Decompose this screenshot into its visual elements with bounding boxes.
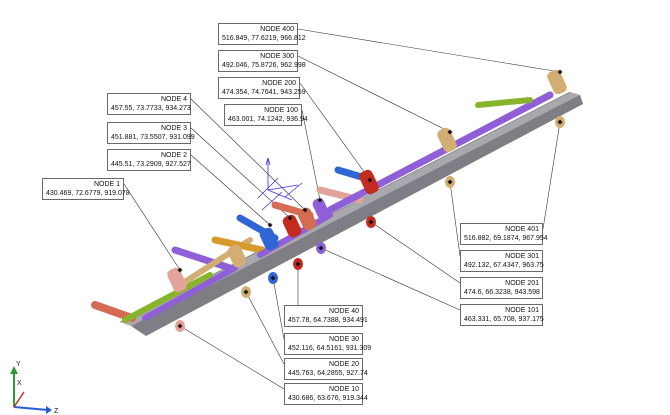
node-100-leader-line bbox=[301, 109, 321, 201]
node-100-marker bbox=[317, 197, 323, 203]
node-1-marker bbox=[177, 267, 183, 273]
node-3-title: NODE 3 bbox=[160, 125, 187, 132]
node-401-label: NODE 401 516.882, 69.1874, 967.954 bbox=[460, 223, 548, 245]
node-201-title: NODE 201 bbox=[505, 280, 539, 287]
node-4-label: NODE 4 457.55, 73.7733, 934.273 bbox=[107, 93, 191, 115]
node-1-label: NODE 1 430.469, 72.6779, 919.078 bbox=[42, 178, 130, 200]
local-coordinate-triad bbox=[257, 157, 303, 211]
node-20-coordinates: 445.763, 64.2855, 927.74 bbox=[288, 370, 368, 377]
node-3-coordinates: 451.881, 73.5507, 931.099 bbox=[111, 134, 195, 141]
node-20-label: NODE 20 445.763, 64.2855, 927.74 bbox=[284, 358, 368, 380]
node-30-marker bbox=[270, 275, 276, 281]
node-2-coordinates: 445.51, 73.2909, 927.527 bbox=[111, 161, 191, 168]
node-40-marker bbox=[295, 261, 301, 267]
node-4-title: NODE 4 bbox=[160, 96, 187, 103]
node-101-leader-line bbox=[320, 247, 461, 311]
node-4-coordinates: 457.55, 73.7733, 934.273 bbox=[111, 105, 191, 112]
node-101-label: NODE 101 463.331, 65.708, 937.175 bbox=[460, 304, 544, 326]
node-200-coordinates: 474.354, 74.7641, 943.259 bbox=[222, 89, 306, 96]
node-401-coordinates: 516.882, 69.1874, 967.954 bbox=[464, 235, 548, 242]
node-301-coordinates: 492.132, 67.4347, 963.75 bbox=[464, 262, 544, 269]
node-2-title: NODE 2 bbox=[160, 152, 187, 159]
node-400-leader-line bbox=[297, 28, 561, 73]
node-markers bbox=[177, 69, 563, 329]
node-201-label: NODE 201 474.6, 66.3238, 943.598 bbox=[460, 277, 543, 299]
node-10-leader-line bbox=[179, 325, 285, 390]
node-10-label: NODE 10 430.686, 63.676, 919.344 bbox=[284, 383, 368, 405]
node-100-title: NODE 100 bbox=[264, 107, 298, 114]
node-3-label: NODE 3 451.881, 73.5507, 931.099 bbox=[107, 122, 195, 144]
node-301-title: NODE 301 bbox=[505, 253, 539, 260]
global-axis-triad: Y X Z bbox=[10, 361, 59, 415]
node-1-leader-line bbox=[123, 183, 181, 271]
node-400-coordinates: 516.849, 77.6219, 966.812 bbox=[222, 35, 306, 42]
node-30-coordinates: 452.116, 64.5161, 931.309 bbox=[288, 345, 372, 352]
node-200-label: NODE 200 474.354, 74.7641, 943.259 bbox=[218, 77, 306, 99]
node-40-coordinates: 457.78, 64.7388, 934.491 bbox=[288, 317, 368, 324]
leader-lines bbox=[123, 28, 561, 390]
node-10-coordinates: 430.686, 63.676, 919.344 bbox=[288, 395, 368, 402]
node-300-leader-line bbox=[297, 55, 451, 133]
node-30-leader-line bbox=[272, 277, 285, 340]
axis-y-label: Y bbox=[16, 361, 21, 368]
node-201-coordinates: 474.6, 66.3238, 943.598 bbox=[464, 289, 540, 296]
axis-x-label: X bbox=[17, 380, 22, 387]
node-100-coordinates: 463.001, 74.1242, 936.94 bbox=[228, 116, 308, 123]
node-30-title: NODE 30 bbox=[329, 336, 359, 343]
node-1-title: NODE 1 bbox=[93, 181, 120, 188]
node-401-title: NODE 401 bbox=[505, 226, 539, 233]
node-301-label: NODE 301 492.132, 67.4347, 963.75 bbox=[460, 250, 544, 272]
node-201-marker bbox=[368, 219, 374, 225]
node-300-marker bbox=[447, 129, 453, 135]
node-20-leader-line bbox=[245, 291, 285, 365]
node-101-coordinates: 463.331, 65.708, 937.175 bbox=[464, 316, 544, 323]
node-201-leader-line bbox=[370, 221, 461, 284]
node-101-title: NODE 101 bbox=[505, 307, 539, 314]
node-20-marker bbox=[243, 289, 249, 295]
node-1-coordinates: 430.469, 72.6779, 919.078 bbox=[46, 190, 130, 197]
node-300-title: NODE 300 bbox=[260, 53, 294, 60]
node-30-label: NODE 30 452.116, 64.5161, 931.309 bbox=[284, 333, 372, 355]
node-400-marker bbox=[557, 69, 563, 75]
node-4-marker bbox=[302, 207, 308, 213]
node-40-title: NODE 40 bbox=[329, 308, 359, 315]
node-100-label: NODE 100 463.001, 74.1242, 936.94 bbox=[224, 104, 308, 126]
node-20-title: NODE 20 bbox=[329, 361, 359, 368]
node-400-title: NODE 400 bbox=[260, 26, 294, 33]
node-200-marker bbox=[367, 177, 373, 183]
node-200-leader-line bbox=[299, 82, 371, 181]
node-10-marker bbox=[177, 323, 183, 329]
beam-side-face bbox=[131, 95, 583, 336]
node-40-label: NODE 40 457.78, 64.7388, 934.491 bbox=[284, 305, 368, 327]
axis-z-label: Z bbox=[54, 408, 59, 415]
node-2-label: NODE 2 445.51, 73.2909, 927.527 bbox=[107, 149, 191, 171]
node-200-title: NODE 200 bbox=[262, 80, 296, 87]
node-3-marker bbox=[287, 215, 293, 221]
node-400-label: NODE 400 516.849, 77.6219, 966.812 bbox=[218, 23, 306, 45]
node-10-title: NODE 10 bbox=[329, 386, 359, 393]
node-401-leader-line bbox=[542, 121, 561, 230]
node-300-label: NODE 300 492.046, 75.8726, 962.998 bbox=[218, 50, 306, 72]
node-401-marker bbox=[557, 119, 563, 125]
node-301-leader-line bbox=[449, 181, 461, 257]
node-2-marker bbox=[267, 222, 273, 228]
node-2-leader-line bbox=[190, 154, 271, 226]
node-101-marker bbox=[318, 245, 324, 251]
node-301-marker bbox=[447, 179, 453, 185]
node-4-leader-line bbox=[190, 98, 306, 211]
node-300-coordinates: 492.046, 75.8726, 962.998 bbox=[222, 62, 306, 69]
